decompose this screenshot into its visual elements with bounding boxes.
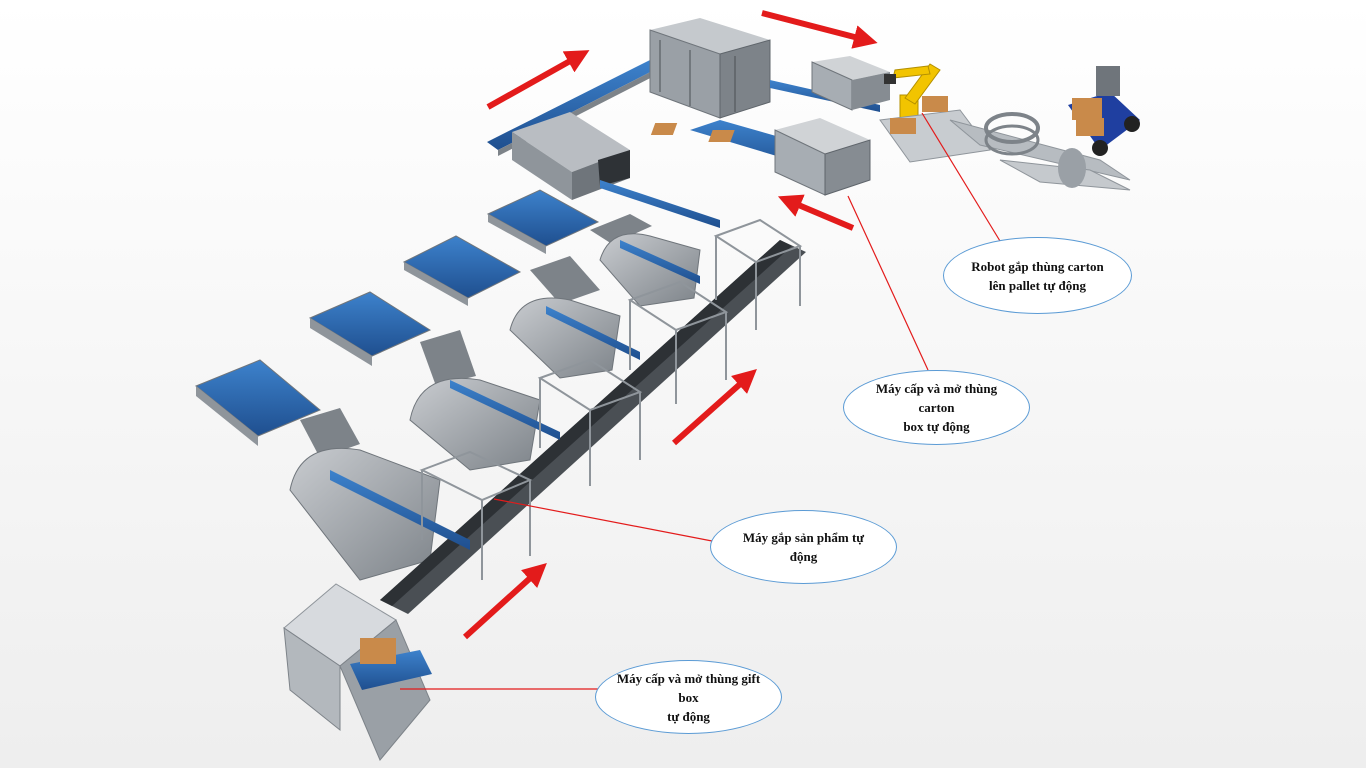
- leader-line-picker: [493, 498, 713, 542]
- callout-carton-text: Máy cấp và mở thùng carton box tự động: [862, 379, 1011, 436]
- carton-erector-machine: [774, 118, 871, 196]
- callout-giftbox: Máy cấp và mở thùng gift box tự động: [595, 660, 782, 734]
- flow-arrow-icon: [486, 50, 590, 110]
- callout-carton-line2: box tự động: [903, 419, 970, 434]
- case-erector-top: [649, 18, 771, 119]
- leader-line-carton: [847, 195, 929, 371]
- callout-robot-text: Robot gắp thùng carton lên pallet tự độn…: [971, 257, 1104, 295]
- callout-carton-line1: Máy cấp và mở thùng carton: [875, 381, 998, 415]
- robot-cells: [419, 218, 803, 580]
- callout-giftbox-line1: Máy cấp và mở thùng gift box: [616, 670, 761, 705]
- callout-carton: Máy cấp và mở thùng carton box tự động: [843, 370, 1030, 445]
- callout-giftbox-text: Máy cấp và mở thùng gift box tự động: [614, 669, 763, 726]
- chassis-units: [289, 233, 701, 581]
- leader-line-robot: [921, 112, 1001, 242]
- callout-robot-line1: Robot gắp thùng carton: [971, 258, 1104, 274]
- flow-arrow-icon: [672, 369, 757, 446]
- picking-station-4: [402, 235, 600, 306]
- callout-robot: Robot gắp thùng carton lên pallet tự độn…: [943, 237, 1132, 314]
- carton-sealer-machine: [811, 56, 890, 111]
- flow-arrow-icon: [462, 562, 547, 640]
- picking-station-2: [195, 359, 360, 458]
- leader-lines: [400, 112, 1001, 690]
- flow-arrows: [462, 10, 878, 640]
- flow-arrow-icon: [761, 10, 878, 49]
- picking-station-5: [486, 189, 652, 254]
- callout-picker: Máy gắp sản phẩm tự động: [710, 510, 897, 584]
- callout-robot-line2: lên pallet tự động: [988, 277, 1086, 293]
- flow-arrow-icon: [777, 194, 855, 231]
- picking-station-3: [308, 291, 476, 386]
- callout-giftbox-line2: tự động: [667, 708, 710, 724]
- callout-picker-line1: Máy gắp sản phẩm tự động: [742, 530, 865, 564]
- tunnel-machine: [512, 112, 630, 200]
- pallet-conveyor: [949, 112, 1131, 191]
- gift-box-machine: [283, 583, 432, 761]
- forklift-icon: [1068, 66, 1140, 156]
